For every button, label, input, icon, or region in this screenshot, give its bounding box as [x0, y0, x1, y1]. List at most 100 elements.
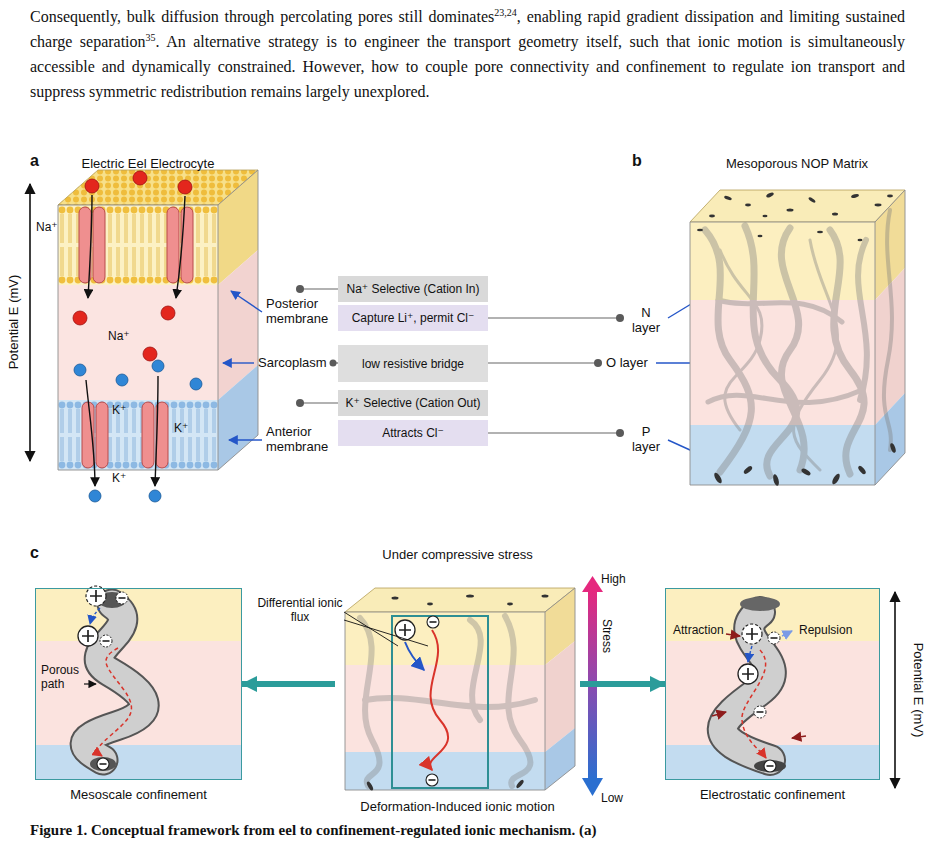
mesoscale-panel — [116, 592, 128, 604]
electrocyte-cube — [58, 285, 218, 400]
panel-title: Mesoporous NOP Matrix — [687, 156, 907, 171]
potassium-ion — [116, 374, 128, 386]
scale-label: High — [601, 572, 626, 586]
sodium-ion — [161, 306, 175, 320]
deformation-cube — [427, 616, 439, 628]
ion-path-arrow — [176, 196, 185, 298]
deformation-cube — [344, 612, 398, 646]
potassium-ion — [74, 364, 86, 376]
deformation-cube — [344, 620, 428, 646]
property-box: low resistive bridge — [338, 345, 488, 382]
particle — [697, 192, 897, 487]
particle — [851, 193, 860, 198]
connector-line — [488, 432, 620, 433]
ion-label: Na⁺ — [36, 220, 58, 234]
panel-text: Under compressive stress — [335, 548, 580, 562]
deformation-cube — [345, 588, 575, 790]
particle — [745, 204, 751, 207]
deformation-cube — [345, 588, 575, 612]
electrostatic-panel — [754, 706, 766, 718]
ion-path-arrow — [86, 380, 95, 486]
particle — [800, 467, 811, 476]
deformation-cube — [392, 616, 488, 788]
panel-text: Attraction — [673, 623, 724, 637]
part-label: Posterior membrane — [266, 296, 332, 327]
particle — [709, 215, 715, 218]
connector-line — [300, 288, 338, 289]
panel-caption: Mesoscale confinement — [36, 788, 241, 802]
mesoscale-panel — [97, 648, 132, 756]
citation-number: 23,24 — [494, 7, 517, 18]
electrostatic-panel — [764, 760, 776, 772]
stress-arrow — [582, 778, 603, 796]
connector-dot — [616, 314, 624, 322]
mesoscale-panel — [86, 586, 106, 606]
deformation-cube — [430, 630, 448, 770]
particle — [858, 239, 863, 241]
scale-label: Low — [601, 791, 623, 805]
sodium-ion — [73, 171, 192, 361]
ion-channel — [142, 402, 154, 468]
box-text: Attracts Cl⁻ — [382, 426, 444, 440]
mesoscale-panel — [100, 635, 112, 647]
deformation-cube — [392, 597, 399, 600]
box-text: Na⁺ Selective (Cation In) — [346, 282, 479, 296]
particle — [857, 465, 867, 476]
box-text: K⁺ Selective (Cation Out) — [345, 396, 480, 410]
connector-dot — [330, 360, 337, 367]
layer-label: N layer — [628, 305, 664, 336]
connector-dot — [616, 429, 624, 437]
matrix-cube — [690, 190, 905, 485]
ion-path-arrow — [88, 195, 92, 298]
potential-arrow — [29, 184, 31, 461]
ion-label: Na⁺ — [108, 329, 130, 343]
deformation-cube — [426, 774, 438, 786]
property-box: Capture Li⁺, permit Cl⁻ — [338, 305, 488, 331]
connector-dot — [296, 285, 624, 437]
electrostatic-panel — [723, 612, 771, 760]
paragraph-text: . An alternative strategy is to engineer… — [30, 33, 905, 100]
axis-label: Potential E (mV) — [6, 275, 21, 370]
mesoscale-panel — [97, 758, 109, 770]
electrocyte-cube — [58, 400, 218, 470]
cube-panel: Under compressive stressDeformation-Indu… — [335, 548, 580, 818]
mesoscale-panel — [84, 683, 96, 684]
panel-title: Electric Eel Electrocyte — [43, 156, 253, 171]
pore-network — [705, 210, 892, 476]
leader-arrow — [223, 362, 254, 363]
inset-panel: AttractionRepulsionElectrostatic confine… — [665, 588, 880, 780]
electrostatic-panel — [782, 631, 792, 636]
sodium-ion — [143, 347, 157, 361]
electrostatic-panel — [742, 624, 762, 644]
deformation-cube — [344, 588, 575, 791]
electrocyte-cube — [58, 205, 218, 285]
mesoscale-panel — [78, 626, 98, 646]
electrostatic-panel — [723, 612, 771, 760]
electrocyte-cube — [58, 170, 258, 470]
ion-label: K⁺ — [112, 471, 126, 485]
deformation-cube — [405, 642, 424, 670]
electrocyte-cube — [58, 170, 258, 470]
connector-line — [488, 362, 598, 363]
flow-arrow — [242, 681, 335, 687]
leader-arrow — [231, 291, 262, 312]
panel-letter: a — [30, 152, 39, 171]
panel-caption: Electrostatic confinement — [666, 788, 879, 802]
electrostatic-panel — [666, 589, 879, 779]
electrostatic-panel — [792, 736, 806, 738]
deformation-cube — [545, 728, 575, 790]
box-text: Capture Li⁺, permit Cl⁻ — [352, 311, 475, 325]
figure-caption: Figure 1. Conceptual framework from eel … — [30, 822, 597, 839]
callout-label: Differential ionic flux — [256, 596, 344, 624]
potential-arrow — [30, 184, 895, 788]
property-box: Attracts Cl⁻ — [338, 420, 488, 446]
potassium-ion — [149, 490, 161, 502]
citation-number: 35 — [146, 32, 156, 43]
potassium-ion — [190, 378, 202, 390]
potential-arrow — [894, 592, 896, 788]
particle — [817, 231, 823, 234]
potassium-ion — [89, 490, 101, 502]
mesoscale-panel — [90, 757, 116, 771]
deformation-cube — [507, 603, 513, 606]
